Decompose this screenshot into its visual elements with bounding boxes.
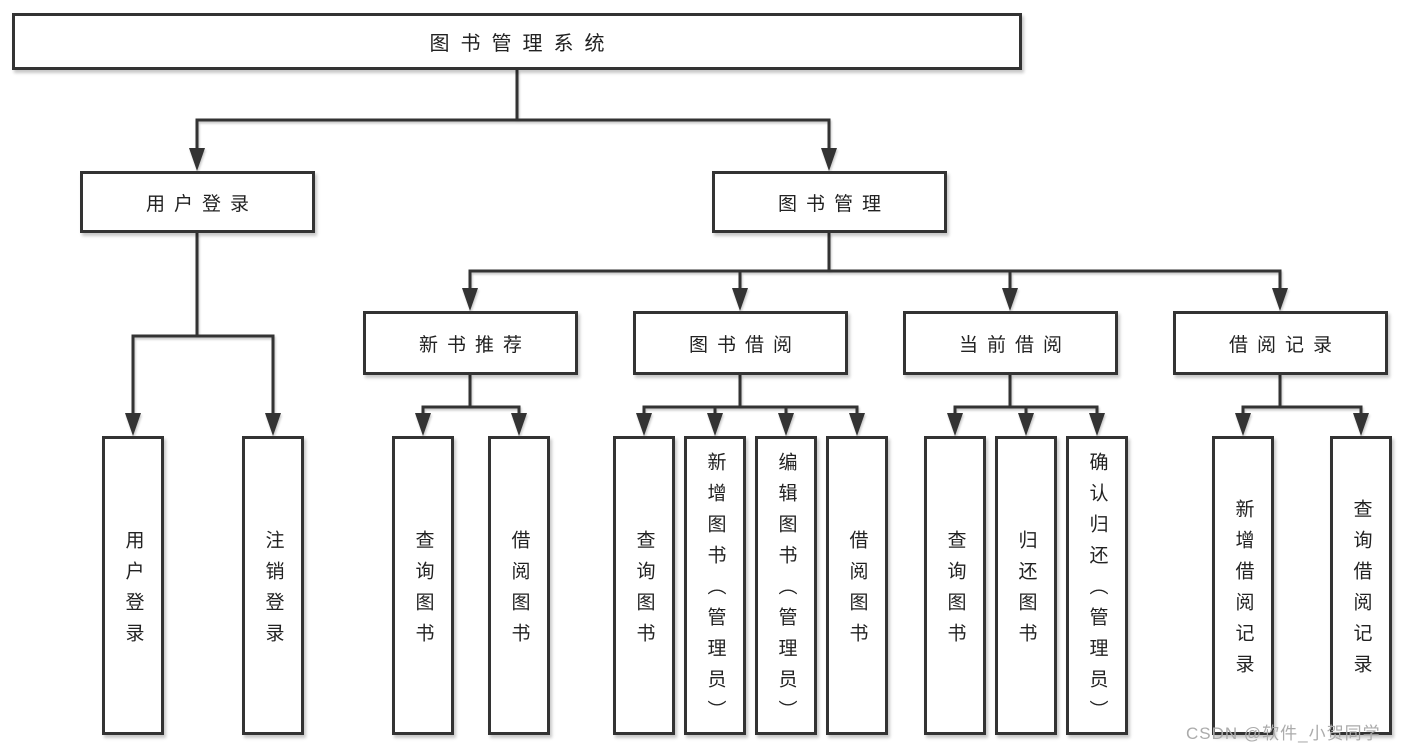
connector-book-management-to-level3 xyxy=(462,233,1288,311)
csdn-watermark: CSDN @软件_小贺同学 xyxy=(1186,724,1381,743)
leaf-borrow-books-2: 借阅图书 xyxy=(826,436,888,735)
node-label: 图书管理 xyxy=(777,193,890,215)
connector-book-borrow-children xyxy=(636,375,865,436)
leaf-add-book-admin: 新增图书（管理员） xyxy=(684,436,746,735)
leaf-query-books: 查询图书 xyxy=(392,436,454,735)
connector-root-to-level2 xyxy=(189,70,837,171)
node-label: 查询图书 xyxy=(412,529,434,654)
leaf-borrow-books: 借阅图书 xyxy=(488,436,550,735)
node-label: 新增借阅记录 xyxy=(1232,498,1254,685)
leaf-return-books: 归还图书 xyxy=(995,436,1057,735)
node-label: 借阅记录 xyxy=(1228,334,1341,356)
connector-new-book-children xyxy=(415,375,527,436)
connector-user-login-children xyxy=(125,233,281,436)
leaf-query-borrow-record: 查询借阅记录 xyxy=(1330,436,1392,735)
node-book-borrowing: 图书借阅 xyxy=(633,311,848,375)
node-label: 编辑图书（管理员） xyxy=(775,452,797,731)
node-label: 用户登录 xyxy=(145,193,258,215)
node-label: 查询图书 xyxy=(944,529,966,654)
node-book-management: 图书管理 xyxy=(712,171,947,233)
connector-borrow-record-children xyxy=(1235,375,1369,436)
leaf-logout: 注销登录 xyxy=(242,436,304,735)
leaf-confirm-return-admin: 确认归还（管理员） xyxy=(1066,436,1128,735)
node-label: 新书推荐 xyxy=(418,334,531,356)
node-new-book-recommendation: 新书推荐 xyxy=(363,311,578,375)
node-current-borrowing: 当前借阅 xyxy=(903,311,1118,375)
node-label: 借阅图书 xyxy=(508,529,530,654)
node-label: 新增图书（管理员） xyxy=(704,452,726,731)
node-label: 查询图书 xyxy=(633,529,655,654)
node-label: 注销登录 xyxy=(262,529,284,654)
node-label: 归还图书 xyxy=(1015,529,1037,654)
node-label: 用户登录 xyxy=(122,529,144,654)
leaf-query-books-2: 查询图书 xyxy=(613,436,675,735)
node-label: 确认归还（管理员） xyxy=(1086,452,1108,731)
node-label: 借阅图书 xyxy=(846,529,868,654)
connector-current-borrow-children xyxy=(947,375,1105,436)
node-label: 图书管理系统 xyxy=(429,33,616,55)
node-label: 查询借阅记录 xyxy=(1350,498,1372,685)
node-library-management-system: 图书管理系统 xyxy=(12,13,1022,70)
leaf-query-books-3: 查询图书 xyxy=(924,436,986,735)
leaf-edit-book-admin: 编辑图书（管理员） xyxy=(755,436,817,735)
leaf-user-login: 用户登录 xyxy=(102,436,164,735)
node-borrowing-records: 借阅记录 xyxy=(1173,311,1388,375)
node-label: 当前借阅 xyxy=(958,334,1071,356)
node-user-login: 用户登录 xyxy=(80,171,315,233)
node-label: 图书借阅 xyxy=(688,334,801,356)
leaf-add-borrow-record: 新增借阅记录 xyxy=(1212,436,1274,735)
